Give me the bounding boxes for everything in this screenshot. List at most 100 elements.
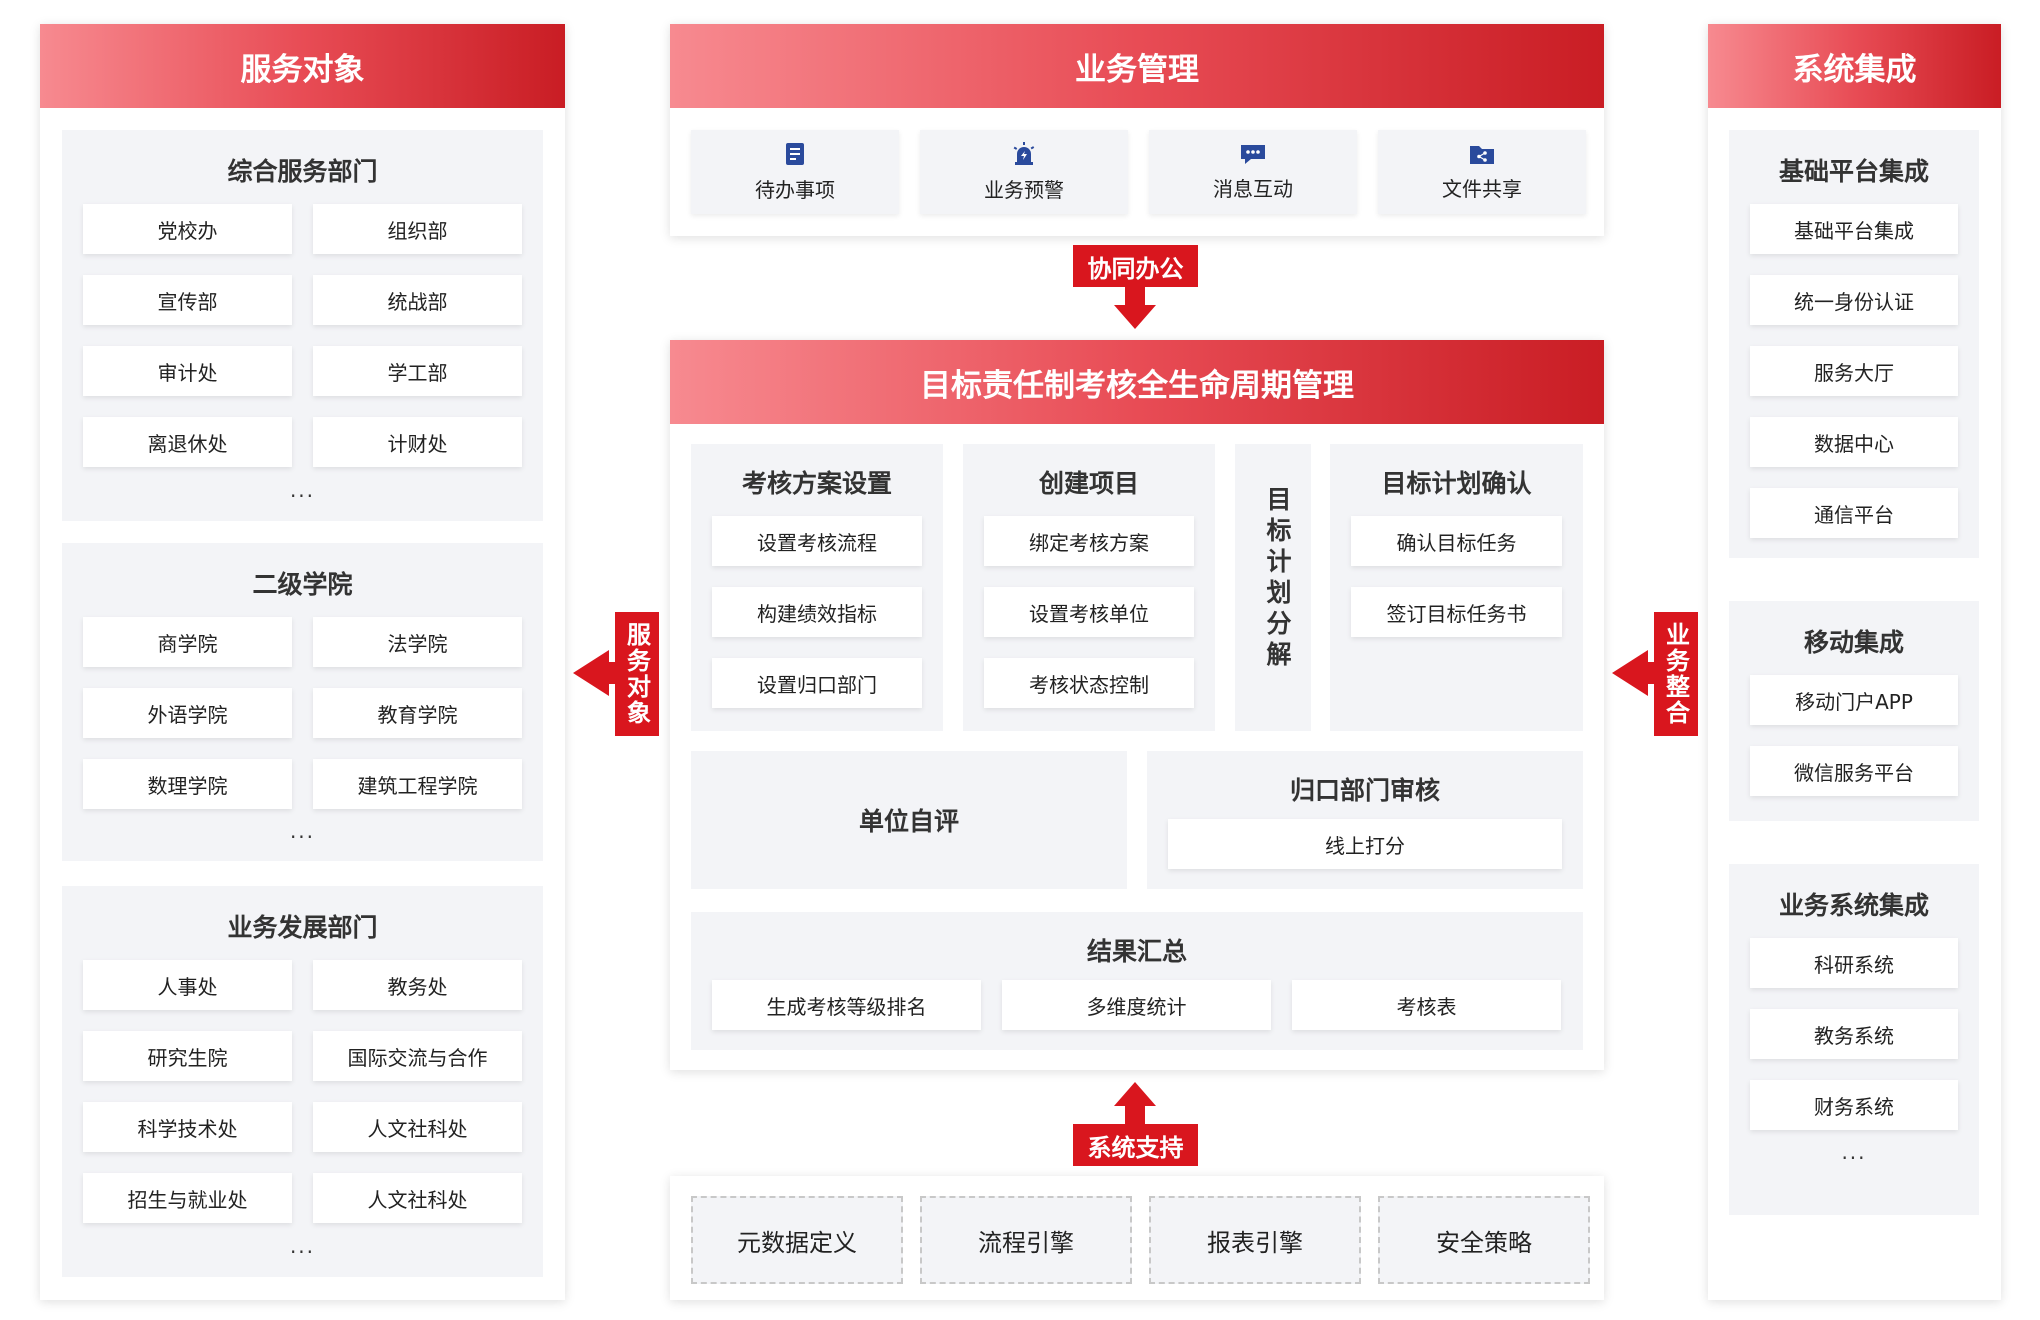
todo-card[interactable]: 待办事项 [691,130,899,214]
message-card[interactable]: 消息互动 [1149,130,1357,214]
system-integration-header: 系统集成 [1708,24,2001,108]
department-chip[interactable]: 审计处 [83,346,292,396]
integration-chip[interactable]: 教务系统 [1750,1009,1958,1059]
department-chip[interactable]: 统战部 [313,275,522,325]
goal-decomposition-group[interactable]: 目标计划分解 [1235,444,1311,731]
create-project-group: 创建项目 绑定考核方案 设置考核单位 考核状态控制 [963,444,1215,731]
department-chip[interactable]: 宣传部 [83,275,292,325]
department-chip[interactable]: 科学技术处 [83,1102,292,1152]
plan-step-chip[interactable]: 设置归口部门 [712,658,922,708]
group-title: 基础平台集成 [1778,157,1929,186]
project-step-chip[interactable]: 考核状态控制 [984,658,1194,708]
business-management-panel: 业务管理 待办事项 业务预警 消息互动 文件共享 [670,24,1604,236]
support-item[interactable]: 安全策略 [1378,1196,1590,1284]
department-chip[interactable]: 外语学院 [83,688,292,738]
integration-chip[interactable]: 科研系统 [1750,938,1958,988]
goal-confirm-group: 目标计划确认 确认目标任务 签订目标任务书 [1330,444,1583,731]
folder-share-icon [1470,145,1494,164]
online-scoring-chip[interactable]: 线上打分 [1168,819,1562,869]
department-chip[interactable]: 学工部 [313,346,522,396]
system-integration-panel: 系统集成 基础平台集成 基础平台集成 统一身份认证 服务大厅 数据中心 通信平台… [1708,24,2001,1300]
integration-chip[interactable]: 数据中心 [1750,417,1958,467]
group-title: 考核方案设置 [741,469,892,498]
lifecycle-management-panel: 目标责任制考核全生命周期管理 考核方案设置 设置考核流程 构建绩效指标 设置归口… [670,340,1604,1070]
department-chip[interactable]: 国际交流与合作 [313,1031,522,1081]
system-integration-title: 系统集成 [1792,51,1917,88]
file-share-card[interactable]: 文件共享 [1378,130,1586,214]
integration-chip[interactable]: 微信服务平台 [1750,746,1958,796]
department-chip[interactable]: 党校办 [83,204,292,254]
integration-chip[interactable]: 统一身份认证 [1750,275,1958,325]
business-alert-card[interactable]: 业务预警 [920,130,1128,214]
summary-chip[interactable]: 考核表 [1292,980,1561,1030]
group-title: 移动集成 [1803,628,1904,657]
group-title: 业务系统集成 [1778,891,1929,920]
integration-chip[interactable]: 移动门户APP [1750,675,1958,725]
department-chip[interactable]: 数理学院 [83,759,292,809]
department-chip[interactable]: 教务处 [313,960,522,1010]
system-support-panel: 元数据定义 流程引擎 报表引擎 安全策略 [670,1176,1604,1300]
department-chip[interactable]: 商学院 [83,617,292,667]
up-arrow-icon [1114,1082,1156,1124]
mobile-integration-group: 移动集成 移动门户APP 微信服务平台 [1729,601,1979,821]
integration-chip[interactable]: 基础平台集成 [1750,204,1958,254]
confirm-step-chip[interactable]: 确认目标任务 [1351,516,1562,566]
right-side-arrow-head-icon [1612,650,1658,696]
support-item[interactable]: 元数据定义 [691,1196,903,1284]
department-chip[interactable]: 人文社科处 [313,1102,522,1152]
plan-step-chip[interactable]: 构建绩效指标 [712,587,922,637]
department-review-group: 归口部门审核 线上打分 [1147,751,1583,889]
integration-chip[interactable]: 服务大厅 [1750,346,1958,396]
support-item[interactable]: 报表引擎 [1149,1196,1361,1284]
more-ellipsis: ... [289,819,316,843]
integration-chip[interactable]: 财务系统 [1750,1080,1958,1130]
group-general-service: 综合服务部门 党校办 组织部 宣传部 统战部 审计处 学工部 离退休处 计财处 … [62,130,543,521]
group-title: 目标计划确认 [1381,469,1532,498]
left-arrow-head-icon [573,650,619,696]
department-chip[interactable]: 人文社科处 [313,1173,522,1223]
card-label: 文件共享 [1442,176,1522,201]
card-label: 消息互动 [1213,176,1293,201]
department-chip[interactable]: 招生与就业处 [83,1173,292,1223]
more-ellipsis: ... [289,478,316,502]
confirm-step-chip[interactable]: 签订目标任务书 [1351,587,1562,637]
business-management-header: 业务管理 [670,24,1604,108]
department-chip[interactable]: 计财处 [313,417,522,467]
group-title: 结果汇总 [1086,937,1187,966]
project-step-chip[interactable]: 设置考核单位 [984,587,1194,637]
group-title: 业务发展部门 [227,913,378,942]
group-title: 归口部门审核 [1289,776,1440,805]
goal-decomposition-label: 目标计划分解 [1263,486,1292,672]
department-chip[interactable]: 教育学院 [313,688,522,738]
department-chip[interactable]: 组织部 [313,204,522,254]
group-secondary-college: 二级学院 商学院 法学院 外语学院 教育学院 数理学院 建筑工程学院 ... [62,543,543,861]
department-chip[interactable]: 离退休处 [83,417,292,467]
department-chip[interactable]: 人事处 [83,960,292,1010]
summary-chip[interactable]: 生成考核等级排名 [712,980,981,1030]
group-title: 二级学院 [252,570,353,599]
more-ellipsis: ... [289,1234,316,1258]
document-list-icon [786,142,804,165]
integration-chip[interactable]: 通信平台 [1750,488,1958,538]
card-label: 业务预警 [984,177,1064,202]
service-target-panel: 服务对象 综合服务部门 党校办 组织部 宣传部 统战部 审计处 学工部 离退休处… [40,24,565,1300]
service-target-title: 服务对象 [240,51,365,88]
department-chip[interactable]: 研究生院 [83,1031,292,1081]
support-item[interactable]: 流程引擎 [920,1196,1132,1284]
summary-chip[interactable]: 多维度统计 [1002,980,1271,1030]
plan-step-chip[interactable]: 设置考核流程 [712,516,922,566]
department-chip[interactable]: 法学院 [313,617,522,667]
self-evaluation-group[interactable]: 单位自评 [691,751,1127,889]
more-ellipsis: ... [1841,1140,1867,1164]
business-integration-tag: 业务整合 [1654,612,1698,736]
department-chip[interactable]: 建筑工程学院 [313,759,522,809]
service-target-tag: 服务对象 [615,612,659,736]
project-step-chip[interactable]: 绑定考核方案 [984,516,1194,566]
system-support-tag: 系统支持 [1073,1124,1198,1166]
group-business-development: 业务发展部门 人事处 教务处 研究生院 国际交流与合作 科学技术处 人文社科处 … [62,886,543,1277]
group-title: 综合服务部门 [227,157,378,186]
result-summary-group: 结果汇总 生成考核等级排名 多维度统计 考核表 [691,912,1583,1050]
plan-setting-group: 考核方案设置 设置考核流程 构建绩效指标 设置归口部门 [691,444,943,731]
business-management-title: 业务管理 [1075,51,1199,88]
business-system-group: 业务系统集成 科研系统 教务系统 财务系统 ... [1729,864,1979,1215]
